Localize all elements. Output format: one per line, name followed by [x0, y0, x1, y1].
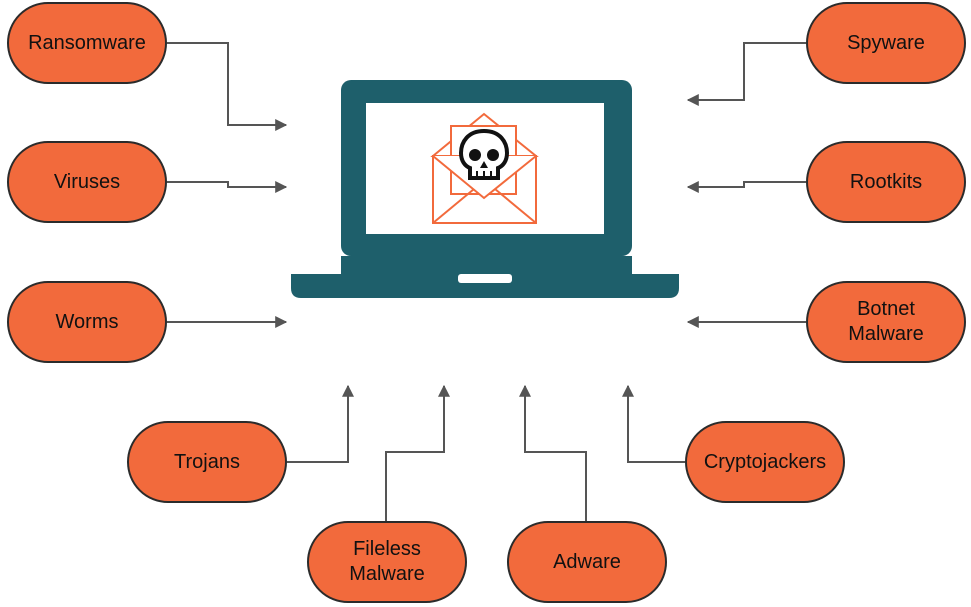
- threat-node-spyware: Spyware: [806, 2, 966, 84]
- arrow-trojans: [287, 384, 354, 463]
- arrow-spyware: [686, 42, 806, 106]
- laptop-base: [291, 274, 679, 298]
- threat-label-worms: Worms: [55, 310, 119, 333]
- arrow-ransomware: [167, 42, 288, 131]
- envelope-left-fold: [432, 188, 475, 224]
- arrow-rootkits: [686, 181, 806, 193]
- threat-node-fileless-malware: Fileless Malware: [307, 521, 467, 603]
- threat-label-viruses: Viruses: [53, 170, 121, 193]
- connectors: [167, 42, 806, 521]
- threat-label-cryptojackers: Cryptojackers: [703, 450, 827, 473]
- threat-node-worms: Worms: [7, 281, 167, 363]
- threat-node-adware: Adware: [507, 521, 667, 603]
- threat-node-rootkits: Rootkits: [806, 141, 966, 223]
- threat-node-botnet-malware: Botnet Malware: [806, 281, 966, 363]
- threat-node-trojans: Trojans: [127, 421, 287, 503]
- threat-label-rootkits: Rootkits: [849, 170, 923, 193]
- threat-label-adware: Adware: [553, 550, 621, 573]
- threat-node-viruses: Viruses: [7, 141, 167, 223]
- threat-label-trojans: Trojans: [174, 450, 240, 473]
- threat-label-spyware: Spyware: [847, 31, 925, 54]
- envelope-right-fold: [494, 188, 537, 224]
- arrow-viruses: [167, 181, 288, 193]
- skull-nose: [480, 161, 488, 168]
- arrow-cryptojackers: [622, 384, 685, 463]
- threat-label-botnet-malware: Botnet Malware: [848, 298, 924, 345]
- threat-label-ransomware: Ransomware: [28, 31, 146, 54]
- malicious-email-icon: [430, 112, 539, 224]
- threat-label-fileless-malware: Fileless Malware: [349, 538, 425, 585]
- arrow-adware: [519, 384, 587, 521]
- threat-node-cryptojackers: Cryptojackers: [685, 421, 845, 503]
- skull-icon: [458, 128, 510, 180]
- skull-left-eye: [469, 149, 481, 161]
- arrow-fileless-malware: [385, 384, 450, 521]
- threat-node-ransomware: Ransomware: [7, 2, 167, 84]
- skull-right-eye: [487, 149, 499, 161]
- laptop-hinge-notch: [458, 274, 512, 283]
- laptop-hinge: [341, 256, 632, 274]
